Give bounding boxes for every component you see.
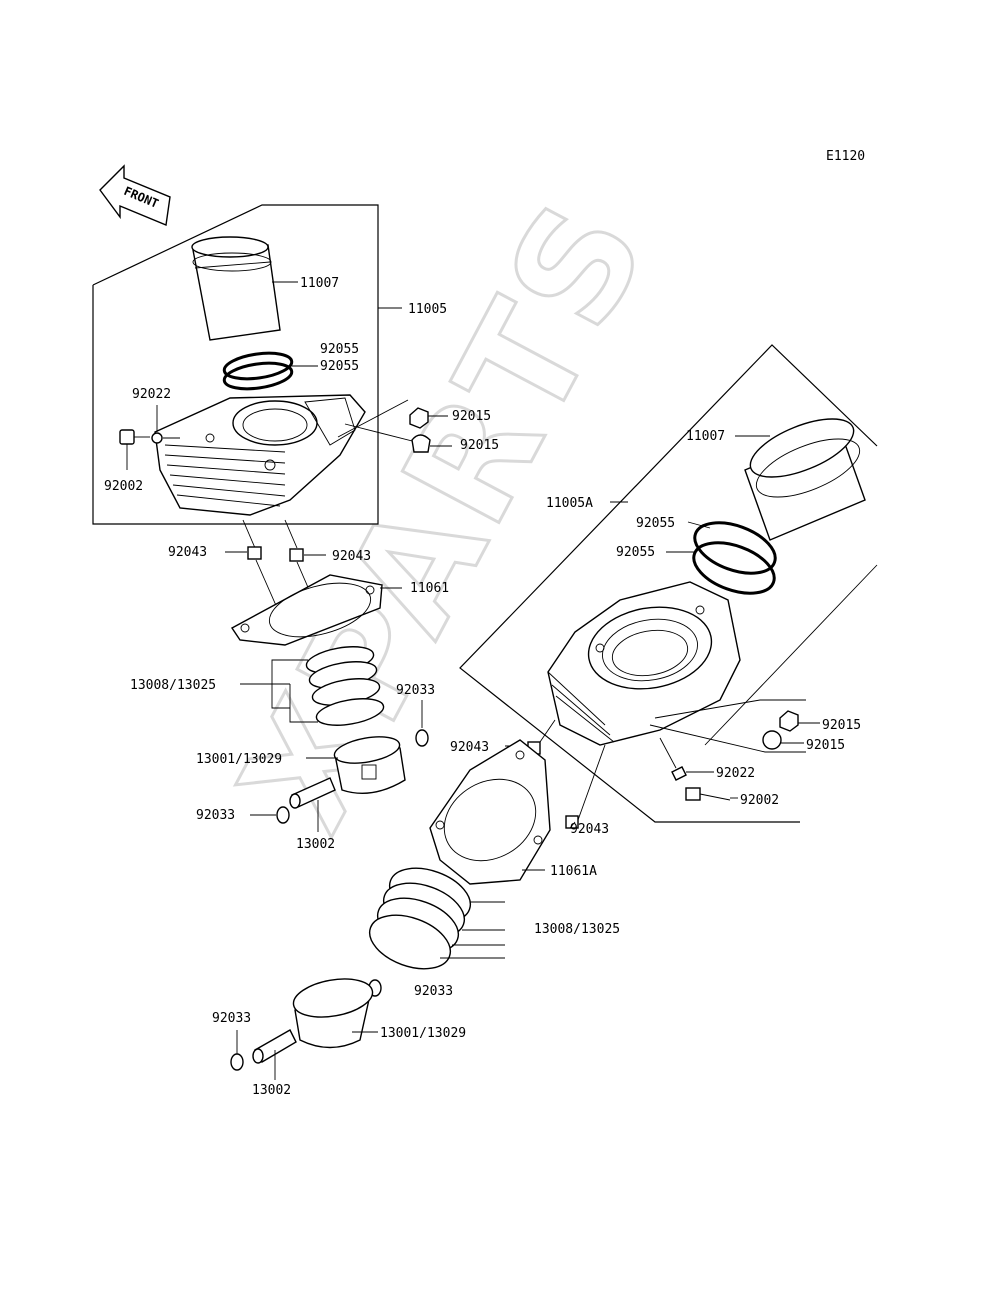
part-label-13008-13025: 13008/13025 [534,922,620,937]
dowel-pin [289,548,304,562]
cylinder-block [547,581,741,746]
part-label-13002: 13002 [252,1083,291,1098]
diagram-code: E1120 [826,149,865,164]
part-label-92015: 92015 [822,718,861,733]
dowel-pin [565,815,579,829]
part-label-92043: 92043 [168,545,207,560]
front-arrow-icon: FRONT [99,164,171,226]
part-label-11061: 11061 [410,581,449,596]
part-label-92033: 92033 [414,984,453,999]
part-label-11005: 11005 [408,302,447,317]
part-label-92002: 92002 [104,479,143,494]
part-label-92055: 92055 [616,545,655,560]
o-ring [222,351,294,381]
bolt [119,429,135,445]
part-label-13002: 13002 [296,837,335,852]
part-label-92055: 92055 [320,359,359,374]
part-label-92055: 92055 [320,342,359,357]
cylinder-base-gasket [429,739,551,885]
nut [409,407,429,429]
dowel-pin [247,546,262,560]
nut [779,710,799,732]
circlip [230,1053,244,1071]
washer [151,432,163,444]
part-label-92033: 92033 [196,808,235,823]
part-label-92033: 92033 [212,1011,251,1026]
piston-ring-set [368,867,472,970]
cylinder-liner [744,418,866,541]
part-label-92022: 92022 [132,387,171,402]
part-label-13001-13029: 13001/13029 [380,1026,466,1041]
o-ring [692,541,776,595]
part-label-11061A: 11061A [550,864,597,879]
part-label-13001-13029: 13001/13029 [196,752,282,767]
part-label-92043: 92043 [450,740,489,755]
piston [292,978,374,1049]
circlip [415,729,429,747]
cylinder-assembly-frame [459,344,878,823]
cap-nut [762,730,782,750]
bolt [685,787,731,801]
part-label-92002: 92002 [740,793,779,808]
part-label-92055: 92055 [636,516,675,531]
part-label-13008-13025: 13008/13025 [130,678,216,693]
part-label-92043: 92043 [332,549,371,564]
piston-pin [289,777,336,809]
piston-ring-set [305,646,385,726]
circlip [276,806,290,824]
part-label-92043: 92043 [570,822,609,837]
part-label-11005A: 11005A [546,496,593,511]
cap-nut [411,434,431,453]
cylinder-assembly-frame [92,204,379,525]
cylinder-base-gasket [230,574,383,646]
part-label-92022: 92022 [716,766,755,781]
washer [671,766,687,781]
part-label-92033: 92033 [396,683,435,698]
part-label-92015: 92015 [452,409,491,424]
o-ring [693,521,777,575]
part-label-92015: 92015 [460,438,499,453]
part-label-92015: 92015 [806,738,845,753]
cylinder-liner [191,236,281,341]
piston-pin [252,1029,297,1064]
o-ring [222,361,294,391]
part-label-11007: 11007 [686,429,725,444]
part-label-11007: 11007 [300,276,339,291]
piston [333,736,406,795]
cylinder-block [154,394,366,516]
